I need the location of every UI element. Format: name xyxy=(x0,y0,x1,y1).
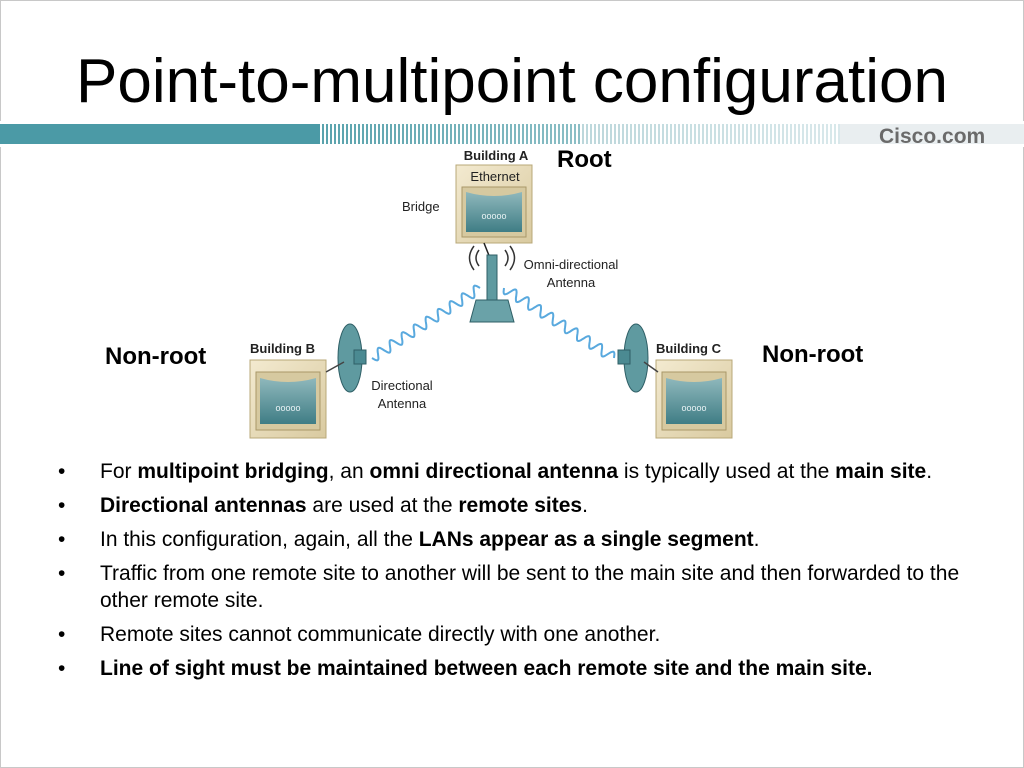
ethernet-label: Ethernet xyxy=(470,169,520,184)
band-stripes xyxy=(322,124,840,144)
omni-antenna-label: Omni-directional Antenna xyxy=(512,256,630,291)
slide-title: Point-to-multipoint configuration xyxy=(76,47,948,116)
bullet-text: are used at the xyxy=(306,494,459,517)
brand-logo: Cisco.com xyxy=(879,125,986,148)
bullet-item: • Traffic from one remote site to another… xyxy=(58,560,978,614)
bullet-text: Line of sight must be maintained between… xyxy=(100,657,873,680)
bullet-text: is typically used at the xyxy=(618,460,836,483)
bullet-text: remote sites xyxy=(458,494,583,517)
building-a-icon: ooooo xyxy=(455,164,533,244)
root-label: Root xyxy=(557,146,612,173)
bullet-text: Directional antennas xyxy=(100,494,307,517)
bullet-text: LANs appear as a single segment xyxy=(418,528,754,551)
nonroot-left-label: Non-root xyxy=(105,343,207,370)
wireless-wave-right xyxy=(502,287,616,359)
bullet-dot-icon: • xyxy=(58,460,66,483)
directional-antenna-label-line2: Antenna xyxy=(377,395,427,411)
svg-text:ooooo: ooooo xyxy=(681,403,706,413)
bullet-dot-icon: • xyxy=(58,623,66,646)
wireless-wave-left xyxy=(371,284,481,362)
bullet-text: In this configuration, again, all the xyxy=(100,528,419,551)
building-b-label: Building B xyxy=(250,341,315,356)
building-a-label: Building A xyxy=(463,148,529,163)
bullet-text: omni directional antenna xyxy=(369,460,619,483)
svg-text:ooooo: ooooo xyxy=(275,403,300,413)
bullet-item: • In this configuration, again, all the L… xyxy=(58,526,978,553)
bullet-dot-icon: • xyxy=(58,528,66,551)
directional-antenna-b-icon xyxy=(325,323,367,393)
bullet-text: Traffic from one remote site to another … xyxy=(100,562,960,612)
building-c-icon: ooooo xyxy=(655,359,733,439)
bullet-text: , an xyxy=(328,460,370,483)
bullet-text: Remote sites cannot communicate directly… xyxy=(100,623,661,646)
bullet-text: . xyxy=(753,528,760,551)
bullet-text: . xyxy=(926,460,933,483)
bullet-list: • For multipoint bridging, an omni direct… xyxy=(58,458,978,689)
bullet-dot-icon: • xyxy=(58,657,66,680)
network-diagram: ooooo ooooo ooooo xyxy=(249,164,733,439)
bullet-item: • Remote sites cannot communicate directl… xyxy=(58,621,978,648)
omni-antenna-icon xyxy=(468,242,516,323)
directional-antenna-label-line1: Directional xyxy=(371,378,433,393)
header-band xyxy=(0,121,1024,147)
building-c-label: Building C xyxy=(656,341,721,356)
directional-antenna-c-icon xyxy=(617,323,659,393)
bullet-text: . xyxy=(582,494,588,517)
bullet-text: For xyxy=(100,460,138,483)
omni-antenna-label-line1: Omni-directional xyxy=(523,257,619,272)
nonroot-right-label: Non-root xyxy=(762,341,864,368)
bullet-dot-icon: • xyxy=(58,562,66,585)
bullet-item: • For multipoint bridging, an omni direct… xyxy=(58,458,978,485)
bullet-item: • Directional antennas are used at the re… xyxy=(58,492,978,519)
bullet-item: • Line of sight must be maintained betwee… xyxy=(58,655,978,682)
building-b-icon: ooooo xyxy=(249,359,327,439)
svg-text:ooooo: ooooo xyxy=(481,211,506,221)
bullet-text: multipoint bridging xyxy=(137,460,329,483)
directional-antenna-label: Directional Antenna xyxy=(360,377,444,412)
bullet-dot-icon: • xyxy=(58,494,66,517)
omni-antenna-label-line2: Antenna xyxy=(546,274,596,290)
bullet-text: main site xyxy=(835,460,927,483)
bridge-label: Bridge xyxy=(402,199,440,214)
